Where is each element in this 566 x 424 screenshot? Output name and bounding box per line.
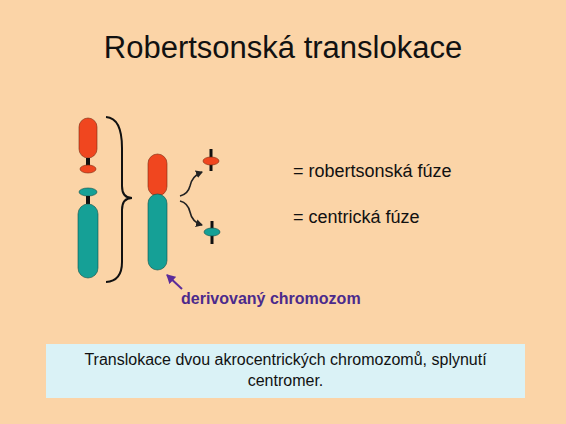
node-text: Translokace dvou akrocentrických chromoz… bbox=[51, 350, 520, 392]
bracket bbox=[106, 117, 132, 282]
derived-red-arm bbox=[148, 154, 167, 196]
split-arrow bbox=[180, 172, 202, 196]
red-fragment bbox=[203, 157, 219, 165]
equation-label: = robertsonská fúze bbox=[293, 161, 452, 182]
teal-short-arm bbox=[79, 188, 97, 196]
pointer-arrow bbox=[167, 275, 182, 289]
slide-title: Robertsonská translokace bbox=[0, 30, 566, 66]
red-chromosome-arm bbox=[79, 118, 97, 158]
equation-label: = centrická fúze bbox=[293, 207, 420, 228]
pointer-label: derivovaný chromozom bbox=[181, 290, 361, 308]
teal-chromosome-arm bbox=[78, 204, 98, 278]
derived-teal-arm bbox=[148, 194, 167, 270]
node-text-group: Translokace dvou akrocentrických chromoz… bbox=[51, 350, 520, 392]
split-arrow bbox=[180, 201, 202, 225]
teal-fragment bbox=[204, 228, 220, 236]
red-short-arm bbox=[80, 165, 96, 173]
caption-box: Translokace dvou akrocentrických chromoz… bbox=[46, 344, 525, 398]
centromere bbox=[86, 196, 90, 204]
